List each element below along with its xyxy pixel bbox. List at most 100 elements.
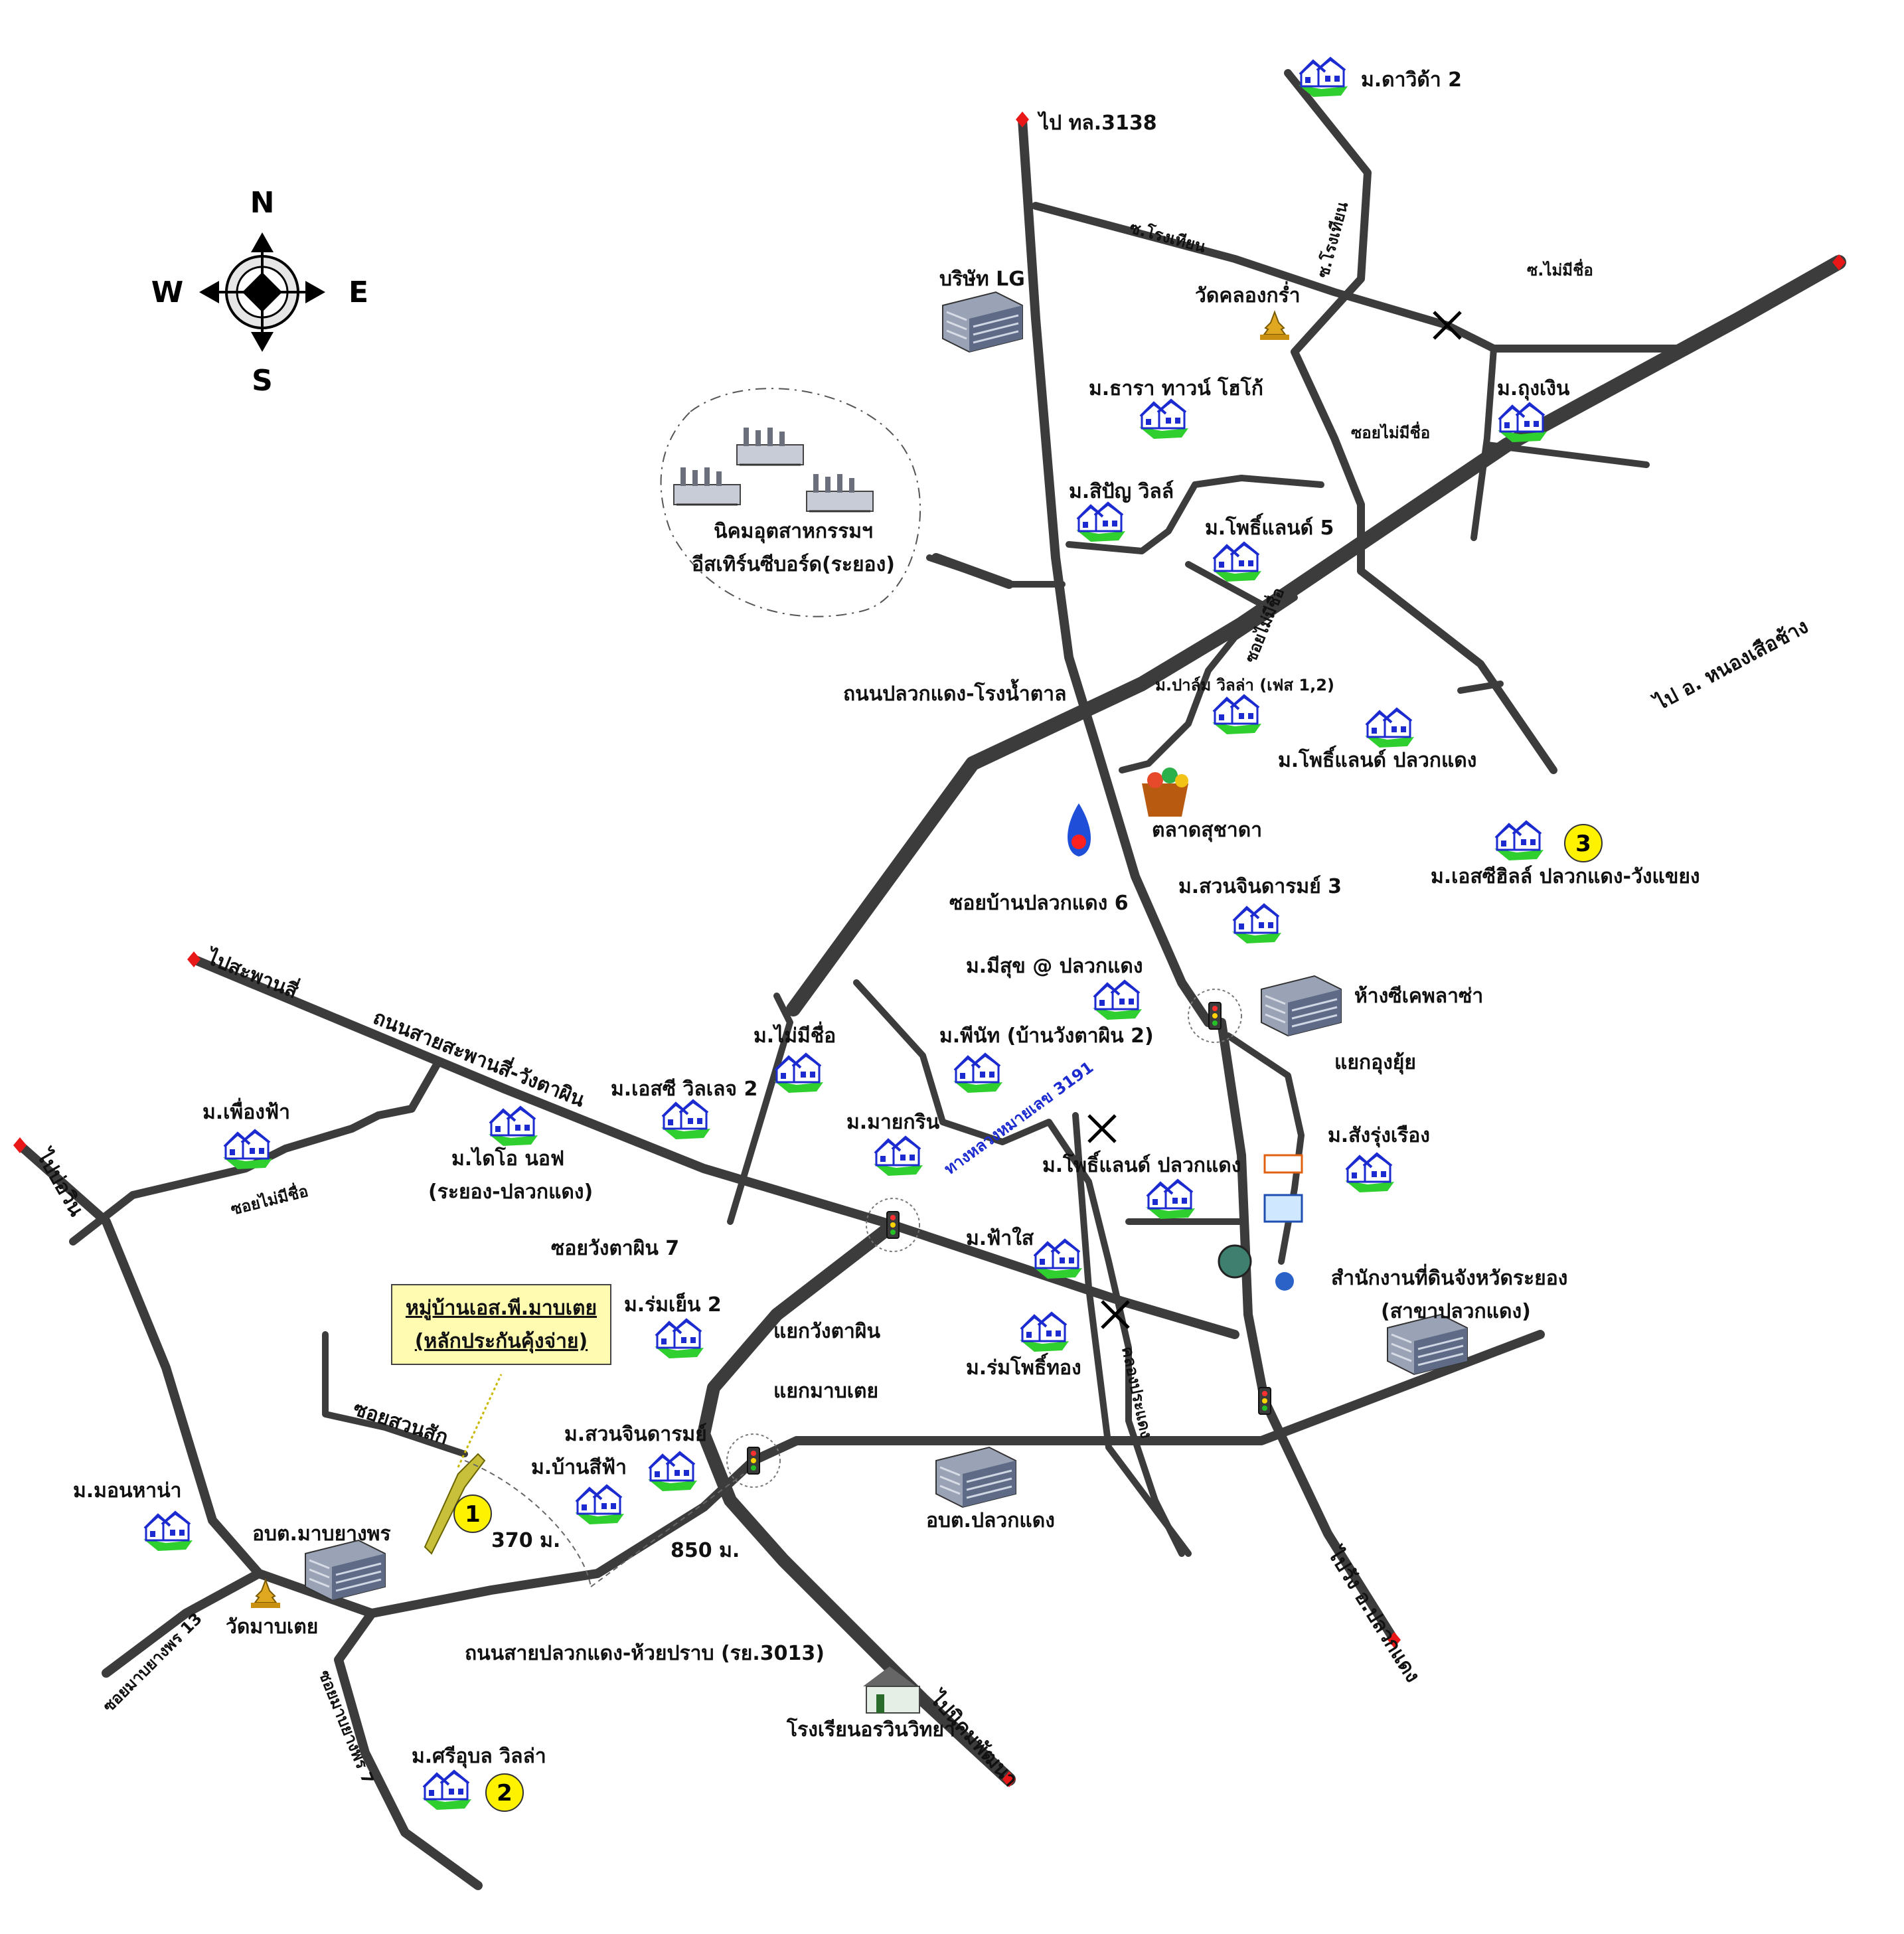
label-phanit: ม.พีนัท (บ้านวังตาผิน 2) [939, 1024, 1154, 1048]
building-icon [941, 291, 1024, 353]
label-daio-2: (ระยอง-ปลวกแดง) [428, 1180, 593, 1204]
village-icon [1018, 1312, 1070, 1353]
village-icon [222, 1129, 274, 1170]
dest-pluak: ไปวัง อ.ปลวกแดง [1322, 1542, 1425, 1687]
village-icon [1211, 694, 1263, 736]
label-obt-mab: อบต.มาบยางพร [252, 1522, 391, 1546]
label-land-office-2: (สาขาปลวกแดง) [1381, 1300, 1531, 1323]
dest-nongsua: ไป อ. หนองเสือช้าง [1649, 614, 1812, 716]
label-rommaiphotong: ม.ร่มโพธิ์ทอง [966, 1352, 1081, 1380]
village-icon [1231, 904, 1283, 945]
label-mornhana: ม.มอนหาน่า [73, 1479, 181, 1502]
village-icon [952, 1053, 1004, 1094]
village-icon [1145, 1179, 1196, 1220]
marker-2: 2 [485, 1773, 524, 1812]
label-eastern-1: นิคมอุตสาหกรรมฯ [714, 520, 873, 544]
label-market: ตลาดสุชาดา [1152, 819, 1262, 843]
label-mabtoei: แยกมาบเตย [773, 1380, 878, 1403]
road-soi-maichue-1: ซอยไม่มีชื่อ [1351, 421, 1430, 442]
svg-text:3: 3 [1575, 831, 1591, 857]
road-pluak-huai: ถนนสายปลวกแดง-ห้วยปราบ (รย.3013) [465, 1642, 825, 1665]
compass-south: S [252, 364, 273, 398]
label-es-village: ม.เอสซี วิลเลจ 2 [611, 1078, 757, 1101]
road-soi-suan: ซอยสวนสัก [351, 1397, 451, 1449]
road-saphan-wang: ถนนสายสะพานสี่-วังตาผิน [370, 1003, 590, 1112]
dest-bowin: ไปบ่อวิน [31, 1144, 89, 1220]
village-icon [653, 1319, 705, 1360]
village-icon [1493, 821, 1545, 862]
industrial-estate-boundary [660, 388, 921, 617]
bank-logo-icon [1218, 1244, 1252, 1279]
site-leader-line [457, 1374, 503, 1468]
village-icon [574, 1485, 625, 1526]
gas-station-icon [1068, 803, 1091, 856]
road-pluak-rongnam: ถนนปลวกแดง-โรงน้ำตาล [843, 679, 1066, 706]
label-wangtaphin: แยกวังตาผิน [773, 1320, 880, 1343]
road-network [15, 69, 1846, 1890]
label-daio: ม.ไดโอ นอฟ [451, 1146, 564, 1170]
label-ban-sifa: ม.บ้านสีฟ้า [531, 1456, 627, 1479]
village-icon [421, 1770, 473, 1811]
label-siphan: ม.สิปัญ วิลล์ [1069, 480, 1174, 503]
compass-east: E [349, 276, 368, 309]
site-label-line1: หมู่บ้านเอส.พี.มาบเตย [406, 1297, 597, 1321]
road-khlong-prao: คลองประแดง [1118, 1344, 1156, 1439]
label-pholand-5: ม.โพธิ์แลนด์ 5 [1205, 513, 1334, 540]
svg-text:1: 1 [465, 1501, 481, 1528]
label-thara: ม.ธารา ทาวน์ โฮโก้ [1089, 376, 1263, 400]
label-palm: ม.ปาล์ม วิลล่า (เฟส 1,2) [1155, 676, 1334, 694]
junction-wangtaphin [866, 1198, 920, 1252]
temple-icon [1259, 311, 1290, 341]
label-mayakarin: ม.มายกริน [846, 1111, 940, 1134]
road-soi-maichue-3: ซอยไม่มีชื่อ [228, 1179, 310, 1219]
label-kungyu: แยกอุงยุ้ย [1334, 1051, 1416, 1075]
label-pho-pluak-2: ม.โพธิ์แลนด์ ปลวกแดง [1042, 1150, 1241, 1177]
label-obt-pluak: อบต.ปลวกแดง [926, 1509, 1055, 1532]
village-icon [647, 1451, 698, 1492]
school-icon [863, 1666, 920, 1714]
label-suan-jin: ม.สวนจินดารมย์ [564, 1423, 707, 1446]
store-icon [1263, 1154, 1303, 1174]
label-sc-hill: ม.เอสซีฮิลล์ ปลวกแดง-วังแขยง [1431, 865, 1700, 888]
factory-icon [805, 473, 874, 513]
label-sangrung: ม.สังรุ่งเรือง [1328, 1124, 1430, 1148]
village-icon [1091, 980, 1143, 1021]
traffic-light-icon [1258, 1387, 1271, 1415]
distance-370: 370 ม. [491, 1529, 560, 1552]
building-icon [935, 1446, 1017, 1508]
road-mai-mi-chue: ม.ไม่มีชื่อ [754, 1021, 836, 1048]
road-rongthian-2: ซ.โรงเทียน [1313, 199, 1352, 280]
village-icon [872, 1136, 924, 1177]
label-land-office-1: สำนักงานที่ดินจังหวัดระยอง [1331, 1263, 1567, 1290]
label-fasai: ม.ฟ้าใส [966, 1226, 1034, 1250]
distance-850: 850 ม. [671, 1539, 740, 1562]
label-lg: บริษัท LG [939, 268, 1025, 291]
village-icon [660, 1099, 712, 1141]
building-icon [304, 1539, 386, 1601]
road-maichue: ซ.ไม่มีชื่อ [1527, 258, 1593, 280]
market-icon [1142, 767, 1188, 817]
factory-icon [673, 466, 742, 506]
junction-mabtoei [726, 1433, 781, 1488]
label-wat-khlong: วัดคลองกร่ำ [1195, 281, 1301, 307]
label-dawika: ม.ดาวิด้า 2 [1361, 68, 1462, 92]
marker-1: 1 [453, 1494, 492, 1533]
label-sriubol: ม.ศรีอุบล วิลล่า [412, 1745, 546, 1769]
label-romyen: ม.ร่มเย็น 2 [624, 1292, 722, 1317]
traffic-light-icon [1208, 1002, 1222, 1030]
bank-icon [1263, 1194, 1303, 1223]
marker-3: 3 [1564, 824, 1603, 862]
road-soi-pluak-6: ซอยบ้านปลวกแดง 6 [949, 892, 1129, 915]
svg-text:2: 2 [497, 1780, 513, 1807]
village-icon [1211, 542, 1263, 583]
compass-west: W [151, 276, 184, 309]
project-site [424, 1453, 744, 1587]
site-label-box [391, 1284, 611, 1365]
traffic-light-icon [747, 1447, 760, 1475]
site-label-line2: (หลักประกันคุ้งจ่าย) [415, 1330, 588, 1354]
office-logo-icon [1275, 1272, 1294, 1291]
building-icon [1260, 975, 1342, 1037]
road-soi-wang-7: ซอยวังตาผิน 7 [551, 1237, 679, 1260]
village-icon [1075, 502, 1127, 543]
